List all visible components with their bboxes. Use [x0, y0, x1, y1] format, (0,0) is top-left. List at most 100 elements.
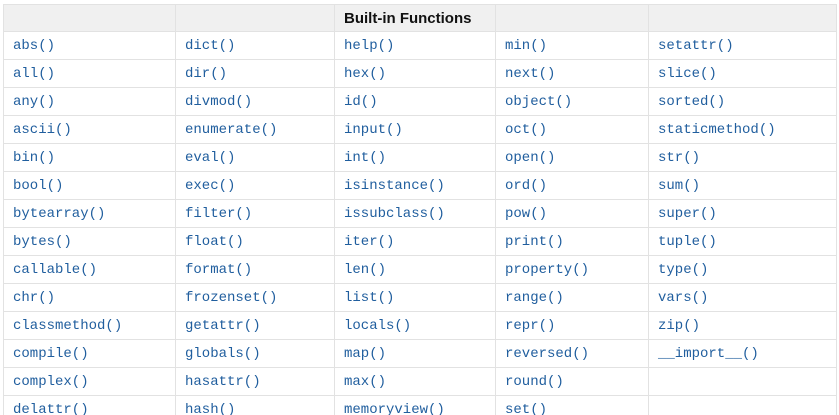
function-link[interactable]: len(): [344, 262, 387, 278]
table-title: Built-in Functions: [334, 4, 496, 32]
function-link[interactable]: delattr(): [13, 402, 89, 415]
function-link[interactable]: compile(): [13, 346, 89, 362]
function-link[interactable]: round(): [505, 374, 564, 390]
function-cell: id(): [334, 87, 496, 116]
function-link[interactable]: list(): [344, 290, 395, 306]
function-link[interactable]: memoryview(): [344, 402, 445, 415]
function-link[interactable]: __import__(): [658, 346, 759, 362]
function-cell: filter(): [175, 199, 335, 228]
function-link[interactable]: ord(): [505, 178, 548, 194]
function-link[interactable]: property(): [505, 262, 590, 278]
function-cell: any(): [3, 87, 176, 116]
function-link[interactable]: bytearray(): [13, 206, 106, 222]
function-link[interactable]: zip(): [658, 318, 701, 334]
function-cell: all(): [3, 59, 176, 88]
function-cell: issubclass(): [334, 199, 496, 228]
function-link[interactable]: sorted(): [658, 94, 726, 110]
function-link[interactable]: exec(): [185, 178, 236, 194]
function-link[interactable]: locals(): [344, 318, 412, 334]
function-link[interactable]: next(): [505, 66, 556, 82]
function-cell: __import__(): [648, 339, 837, 368]
function-cell: super(): [648, 199, 837, 228]
function-link[interactable]: all(): [13, 66, 56, 82]
function-link[interactable]: super(): [658, 206, 717, 222]
function-link[interactable]: hasattr(): [185, 374, 261, 390]
function-link[interactable]: type(): [658, 262, 709, 278]
function-link[interactable]: map(): [344, 346, 387, 362]
function-link[interactable]: divmod(): [185, 94, 253, 110]
function-link[interactable]: format(): [185, 262, 253, 278]
function-link[interactable]: complex(): [13, 374, 89, 390]
function-cell: input(): [334, 115, 496, 144]
function-link[interactable]: dict(): [185, 38, 236, 54]
function-link[interactable]: bool(): [13, 178, 64, 194]
function-link[interactable]: enumerate(): [185, 122, 278, 138]
function-link[interactable]: input(): [344, 122, 403, 138]
function-link[interactable]: frozenset(): [185, 290, 278, 306]
function-link[interactable]: dir(): [185, 66, 228, 82]
function-link[interactable]: vars(): [658, 290, 709, 306]
function-link[interactable]: str(): [658, 150, 701, 166]
function-link[interactable]: print(): [505, 234, 564, 250]
function-link[interactable]: eval(): [185, 150, 236, 166]
function-link[interactable]: open(): [505, 150, 556, 166]
function-link[interactable]: slice(): [658, 66, 717, 82]
function-link[interactable]: bin(): [13, 150, 56, 166]
function-link[interactable]: bytes(): [13, 234, 72, 250]
function-link[interactable]: hex(): [344, 66, 387, 82]
function-link[interactable]: staticmethod(): [658, 122, 776, 138]
function-link[interactable]: pow(): [505, 206, 548, 222]
function-link[interactable]: sum(): [658, 178, 701, 194]
function-cell: globals(): [175, 339, 335, 368]
function-link[interactable]: range(): [505, 290, 564, 306]
function-cell: float(): [175, 227, 335, 256]
builtin-functions-table: Built-in Functions abs() dict() help() min(…: [3, 4, 837, 415]
function-cell: sorted(): [648, 87, 837, 116]
function-cell: staticmethod(): [648, 115, 837, 144]
function-link[interactable]: isinstance(): [344, 178, 445, 194]
header-cell-empty-1: [3, 4, 176, 32]
function-link[interactable]: set(): [505, 402, 548, 415]
table-row: chr() frozenset() list() range() vars(): [3, 283, 837, 312]
function-cell: range(): [495, 283, 649, 312]
function-link[interactable]: ascii(): [13, 122, 72, 138]
function-cell: locals(): [334, 311, 496, 340]
function-link[interactable]: help(): [344, 38, 395, 54]
function-link[interactable]: chr(): [13, 290, 56, 306]
header-cell-empty-2: [175, 4, 335, 32]
function-cell: complex(): [3, 367, 176, 396]
function-cell: dict(): [175, 31, 335, 60]
function-link[interactable]: min(): [505, 38, 548, 54]
function-link[interactable]: int(): [344, 150, 387, 166]
function-link[interactable]: setattr(): [658, 38, 734, 54]
function-link[interactable]: id(): [344, 94, 378, 110]
function-cell: map(): [334, 339, 496, 368]
function-link[interactable]: abs(): [13, 38, 56, 54]
function-link[interactable]: classmethod(): [13, 318, 123, 334]
function-link[interactable]: repr(): [505, 318, 556, 334]
function-cell: reversed(): [495, 339, 649, 368]
function-link[interactable]: iter(): [344, 234, 395, 250]
function-link[interactable]: reversed(): [505, 346, 590, 362]
function-link[interactable]: oct(): [505, 122, 548, 138]
function-link[interactable]: callable(): [13, 262, 98, 278]
function-link[interactable]: any(): [13, 94, 56, 110]
function-link[interactable]: issubclass(): [344, 206, 445, 222]
table-row: classmethod() getattr() locals() repr() zip(…: [3, 311, 837, 340]
function-cell: bytes(): [3, 227, 176, 256]
function-cell: next(): [495, 59, 649, 88]
function-link[interactable]: filter(): [185, 206, 253, 222]
function-cell: pow(): [495, 199, 649, 228]
table-row: all() dir() hex() next() slice(): [3, 59, 837, 88]
function-cell: hasattr(): [175, 367, 335, 396]
function-link[interactable]: max(): [344, 374, 387, 390]
function-link[interactable]: tuple(): [658, 234, 717, 250]
function-cell: min(): [495, 31, 649, 60]
function-cell: [648, 395, 837, 415]
function-link[interactable]: hash(): [185, 402, 236, 415]
function-link[interactable]: object(): [505, 94, 573, 110]
function-link[interactable]: getattr(): [185, 318, 261, 334]
function-link[interactable]: globals(): [185, 346, 261, 362]
function-link[interactable]: float(): [185, 234, 244, 250]
